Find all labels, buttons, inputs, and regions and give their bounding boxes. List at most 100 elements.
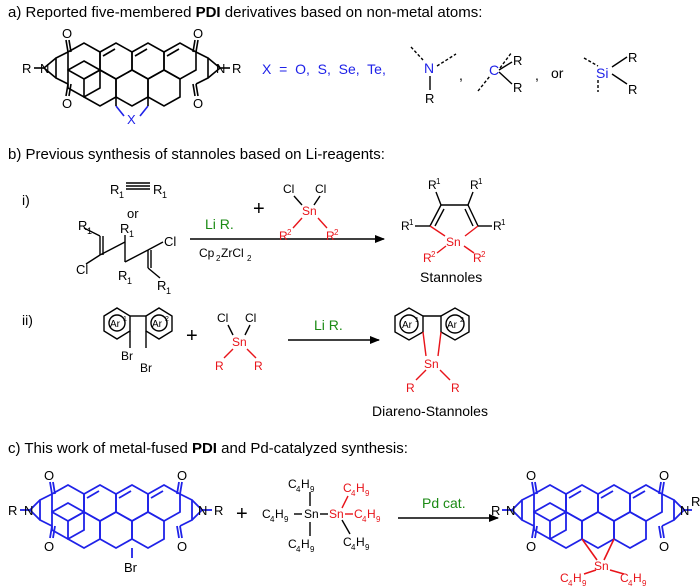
ppdi-o-tl: O (526, 468, 536, 483)
svg-text:9: 9 (284, 515, 289, 524)
svg-text:C: C (343, 535, 352, 549)
reagent-c: Pd cat. (422, 495, 466, 511)
bpdi-o-br: O (177, 539, 187, 554)
svg-text:Sn: Sn (232, 335, 247, 349)
svg-text:R: R (279, 229, 288, 243)
svg-text:R: R (401, 219, 410, 233)
svg-text:R: R (254, 359, 263, 373)
svg-text:H: H (573, 571, 582, 585)
pdi-a-n-left: N (40, 61, 49, 76)
svg-text:1: 1 (409, 218, 414, 227)
cr2-fragment: C R R (477, 51, 522, 95)
svg-text:R: R (451, 381, 460, 395)
svg-text:4: 4 (628, 579, 633, 586)
pdi-a-n-right: N (216, 61, 225, 76)
svg-text:4: 4 (568, 579, 573, 586)
stannole-product: Sn R 1 R 1 R 1 R 1 R 2 R 2 (401, 177, 506, 265)
or-label-b: or (127, 206, 139, 221)
sir2-r-bottom: R (628, 82, 637, 97)
pdi-a-o-br: O (193, 96, 203, 111)
diene-cl-left: Cl (76, 262, 88, 277)
or-label-a: or (551, 65, 564, 81)
svg-text:1: 1 (436, 177, 441, 186)
butyl-top-left: C 4 H 9 (288, 477, 315, 494)
diene-cl-right: Cl (164, 234, 176, 249)
plus-b-ii: + (186, 325, 198, 347)
nr-r-label: R (425, 91, 434, 106)
label-i: i) (22, 192, 30, 208)
svg-text:ZrCl: ZrCl (221, 246, 244, 260)
svg-text:C: C (354, 507, 363, 521)
panel-b: i) R 1 R 1 or R 1 R (22, 177, 506, 419)
alkyne-r-left: R (110, 182, 119, 197)
svg-text:4: 4 (296, 485, 301, 494)
ar1-sup: 1 (123, 316, 127, 323)
svg-text:4: 4 (351, 543, 356, 552)
diene-r-a: R (78, 218, 87, 233)
product-butyl-left: C 4 H 9 (560, 571, 587, 586)
cr2-r-bottom: R (513, 80, 522, 95)
pdi-a-o-bl: O (62, 96, 72, 111)
svg-text:R: R (493, 219, 502, 233)
pdi-a-o-tr: O (193, 26, 203, 41)
x-ring-a (115, 105, 149, 117)
svg-text:Ar: Ar (447, 320, 458, 331)
svg-text:C: C (343, 481, 352, 495)
dichlorodiene (83, 227, 164, 279)
svg-text:Cl: Cl (217, 311, 228, 325)
bpdi-r-right: R (214, 503, 223, 518)
bpdi-n-right: N (198, 503, 207, 518)
sncl2r2-ii: Cl Cl Sn R R (215, 311, 263, 373)
bromo-pdi (20, 481, 212, 558)
label-ii: ii) (22, 312, 33, 328)
svg-text:R: R (326, 229, 335, 243)
c-atom-label: C (489, 62, 499, 78)
n-atom-label: N (424, 60, 434, 76)
panel-c: O O O O N N R R Br + Sn C 4 H 9 C 4 H (8, 468, 700, 586)
svg-text:R: R (428, 178, 437, 192)
x-definition: X = O, S, Se, Te, (262, 61, 386, 77)
svg-text:2: 2 (216, 254, 221, 263)
diareno-stannole: Sn Ar 1 Ar 2 R R (394, 307, 470, 395)
diene-r-b: R (120, 221, 129, 236)
ppdi-o-br: O (659, 539, 669, 554)
svg-text:Ar: Ar (402, 320, 413, 331)
cr2-r-top: R (513, 53, 522, 68)
pdi-core-a (34, 39, 230, 107)
alkyne-r-right-sub: 1 (162, 190, 167, 200)
ppdi-r-left: R (491, 503, 500, 518)
svg-text:C: C (288, 477, 297, 491)
svg-text:Cp: Cp (199, 246, 215, 260)
svg-text:9: 9 (365, 489, 370, 498)
caption-c: c) This work of metal-fused PDI and Pd-c… (8, 440, 408, 457)
butyl-bottom-left: C 4 H 9 (288, 537, 315, 554)
svg-text:H: H (367, 507, 376, 521)
product-i-label: Stannoles (420, 269, 482, 285)
svg-text:C: C (288, 537, 297, 551)
sncl2r2-i: Cl Cl Sn R 2 R 2 (279, 182, 339, 243)
svg-text:1: 1 (501, 218, 506, 227)
svg-text:Cl: Cl (245, 311, 256, 325)
diene-r-a-sub: 1 (87, 226, 92, 236)
butyl-bottom-right: C 4 H 9 (343, 535, 370, 552)
svg-text:2: 2 (460, 317, 464, 324)
svg-text:9: 9 (310, 545, 315, 554)
svg-text:Sn: Sn (302, 204, 317, 218)
svg-text:H: H (301, 537, 310, 551)
sep-comma-2: , (535, 67, 539, 83)
pdi-a-r-right: R (232, 61, 241, 76)
ar1-label: Ar (110, 319, 121, 330)
svg-text:1: 1 (478, 177, 483, 186)
svg-text:9: 9 (642, 579, 647, 586)
svg-text:H: H (356, 481, 365, 495)
br-right: Br (140, 361, 152, 375)
ppdi-r-right: R (691, 494, 700, 509)
si-atom-label: Si (596, 65, 608, 81)
pdi-a-r-left: R (22, 61, 31, 76)
svg-text:H: H (356, 535, 365, 549)
svg-text:Cl: Cl (315, 182, 326, 196)
sep-comma-1: , (459, 67, 463, 83)
svg-text:Sn: Sn (304, 507, 319, 521)
svg-text:1: 1 (415, 317, 419, 324)
sn-fused-pdi (502, 481, 692, 550)
